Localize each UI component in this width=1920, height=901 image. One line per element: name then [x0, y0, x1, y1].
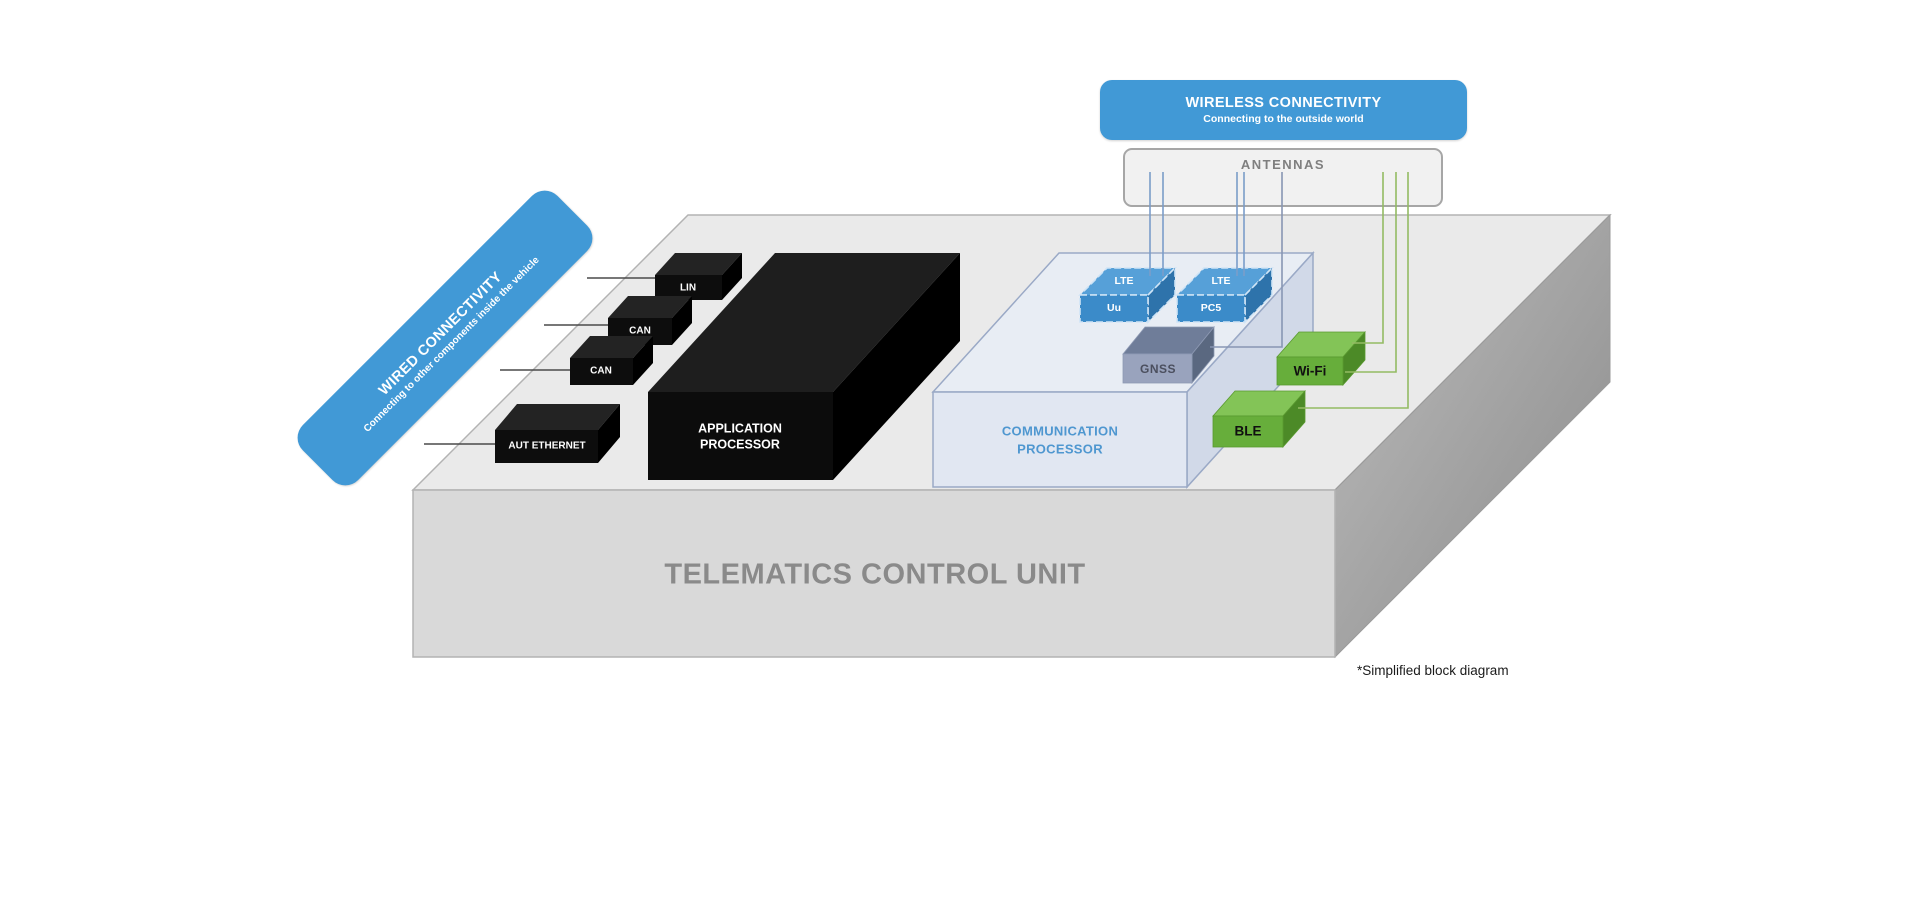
ethernet-box	[495, 404, 620, 463]
lte-uu-front-label: Uu	[1107, 302, 1121, 314]
lte-pc5-front-label: PC5	[1200, 302, 1222, 314]
lin-box-side	[722, 253, 742, 300]
can2-box-top	[570, 336, 653, 358]
lte-pc5-front	[1176, 294, 1246, 323]
wireless-connectivity-banner: WIRELESS CONNECTIVITY Connecting to the …	[1100, 80, 1467, 140]
application-processor-side	[833, 253, 960, 480]
ethernet-box-front	[495, 430, 598, 463]
gnss-label: GNSS	[1139, 362, 1177, 376]
application-processor-box	[648, 253, 960, 480]
application-processor-label-line2: PROCESSOR	[700, 437, 780, 451]
wireless-banner-title: WIRELESS CONNECTIVITY	[1185, 95, 1382, 111]
can2-box	[570, 336, 653, 385]
can2-box-front	[570, 358, 633, 385]
ethernet-label: AUT ETHERNET	[508, 440, 586, 452]
can2-box-side	[633, 336, 653, 385]
can2-label: CAN	[590, 365, 612, 377]
wifi-antenna-line-2	[1345, 172, 1397, 373]
telematics-control-unit-title: TELEMATICS CONTROL UNIT	[664, 558, 1086, 591]
lte-pc5-top-label: LTE	[1211, 275, 1231, 287]
can1-box	[608, 296, 692, 345]
wireless-banner-subtitle: Connecting to the outside world	[1203, 113, 1364, 125]
ethernet-box-top	[495, 404, 620, 430]
communication-processor-front	[932, 391, 1188, 488]
lin-box	[655, 253, 742, 300]
footnote: *Simplified block diagram	[1357, 663, 1509, 678]
wifi-label: Wi-Fi	[1293, 363, 1327, 379]
application-processor-label-line1: APPLICATION	[698, 421, 782, 436]
lte-uu-front	[1079, 294, 1149, 323]
can1-box-top	[608, 296, 692, 318]
lte-uu-top-label: LTE	[1114, 275, 1134, 287]
lin-box-top	[655, 253, 742, 275]
communication-processor-label-line1: COMMUNICATION	[1001, 423, 1119, 439]
lte-uu-box	[1078, 266, 1177, 324]
application-processor-top	[648, 253, 960, 392]
gnss-box	[1122, 325, 1215, 385]
ble-antenna-line	[1298, 172, 1409, 409]
antenna-lines	[1149, 172, 1409, 409]
ble-box-front	[1212, 415, 1284, 448]
wifi-box	[1276, 330, 1366, 387]
application-processor-front	[648, 392, 833, 480]
gnss-antenna-line	[1210, 172, 1283, 348]
ethernet-box-side	[598, 404, 620, 463]
wired-connector-lines	[424, 277, 655, 445]
ble-box	[1212, 389, 1306, 449]
ble-label: BLE	[1234, 423, 1262, 439]
lte-pc5-box	[1175, 266, 1274, 324]
antennas-box: ANTENNAS	[1123, 148, 1443, 207]
slab-front-face	[412, 489, 1336, 658]
can1-label: CAN	[629, 325, 651, 337]
gnss-box-front	[1122, 353, 1193, 384]
wifi-antenna-line-1	[1352, 172, 1384, 344]
lin-box-front	[655, 275, 722, 300]
can1-box-side	[672, 296, 692, 345]
lin-label: LIN	[679, 282, 697, 294]
wifi-box-front	[1276, 356, 1344, 386]
communication-processor-label-line2: PROCESSOR	[1017, 441, 1103, 456]
application-processor-label: APPLICATION PROCESSOR	[698, 421, 782, 452]
communication-processor-label: COMMUNICATION PROCESSOR	[1002, 422, 1118, 457]
antennas-label: ANTENNAS	[1240, 157, 1326, 172]
